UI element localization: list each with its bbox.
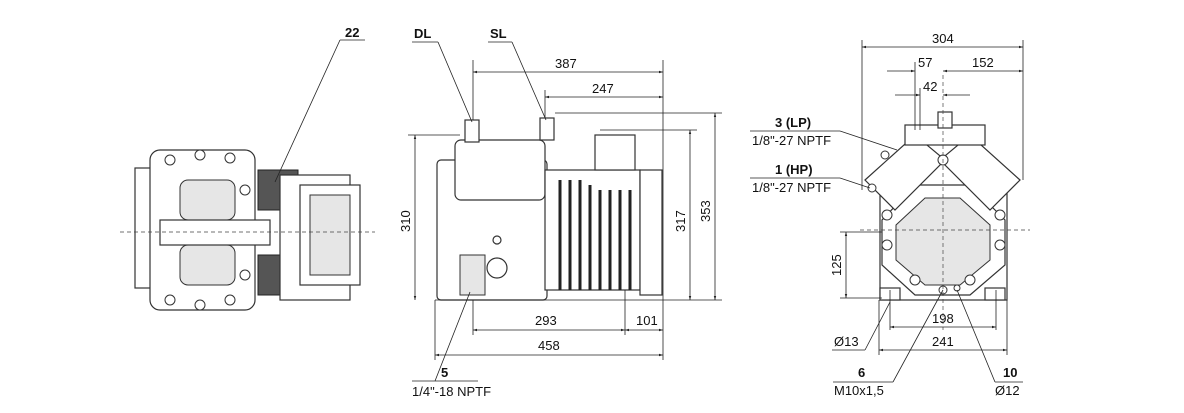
port xyxy=(492,235,502,245)
leader-line xyxy=(956,289,996,383)
octagonal-cover-inner xyxy=(895,197,991,286)
leader-line xyxy=(839,177,871,189)
suction-valve xyxy=(539,117,555,141)
leader-line xyxy=(839,130,898,151)
dim-152: 152 xyxy=(972,55,994,70)
callout-1-hp: 1 (HP) xyxy=(775,162,813,177)
leader-line xyxy=(437,41,473,123)
top-view: 22 xyxy=(120,25,375,311)
leader-line xyxy=(511,41,547,121)
leader-line xyxy=(864,301,891,351)
dim-387: 387 xyxy=(555,56,577,71)
oil-pump xyxy=(459,254,486,296)
callout-sl: SL xyxy=(490,26,507,41)
callout-3-lp: 3 (LP) xyxy=(775,115,811,130)
dim-353: 353 xyxy=(698,200,713,222)
sight-glass xyxy=(486,257,508,279)
mounting-foot xyxy=(984,287,1006,301)
dim-304: 304 xyxy=(932,31,954,46)
manifold xyxy=(159,219,271,246)
terminal-box xyxy=(594,134,636,171)
callout-1-spec: 1/8"-27 NPTF xyxy=(752,180,831,195)
dim-198: 198 xyxy=(932,311,954,326)
dim-57: 57 xyxy=(918,55,932,70)
head-cover xyxy=(179,244,236,286)
dim-101: 101 xyxy=(636,313,658,328)
leader-line xyxy=(434,291,471,382)
dim-125: 125 xyxy=(829,254,844,276)
dim-310: 310 xyxy=(398,210,413,232)
callout-6-spec: M10x1,5 xyxy=(834,383,884,398)
valve-fitting xyxy=(937,111,953,129)
dim-317: 317 xyxy=(673,210,688,232)
dim-247: 247 xyxy=(592,81,614,96)
side-view: DL SL 387 247 310 317 353 293 101 458 xyxy=(398,26,722,399)
callout-22: 22 xyxy=(345,25,359,40)
discharge-valve xyxy=(464,119,480,143)
nameplate xyxy=(309,194,351,276)
hole-13: Ø13 xyxy=(834,334,859,349)
leader-line xyxy=(892,289,944,383)
dim-458: 458 xyxy=(538,338,560,353)
bolts xyxy=(164,149,251,311)
callout-5-spec: 1/4"-18 NPTF xyxy=(412,384,491,399)
dim-293: 293 xyxy=(535,313,557,328)
callout-dl: DL xyxy=(414,26,431,41)
callout-6: 6 xyxy=(858,365,865,380)
callout-5: 5 xyxy=(441,365,448,380)
motor-fins xyxy=(558,180,632,290)
dim-241: 241 xyxy=(932,334,954,349)
dim-42: 42 xyxy=(923,79,937,94)
end-view: 304 57 152 42 3 (LP) 1/8"-27 NPTF 1 (HP)… xyxy=(750,31,1030,398)
callout-10: 10 xyxy=(1003,365,1017,380)
head-cover xyxy=(179,179,236,221)
cylinder-head xyxy=(454,139,546,201)
callout-3-spec: 1/8"-27 NPTF xyxy=(752,133,831,148)
motor-end-cover xyxy=(639,169,663,296)
callout-10-spec: Ø12 xyxy=(995,383,1020,398)
leader-line xyxy=(274,39,341,183)
